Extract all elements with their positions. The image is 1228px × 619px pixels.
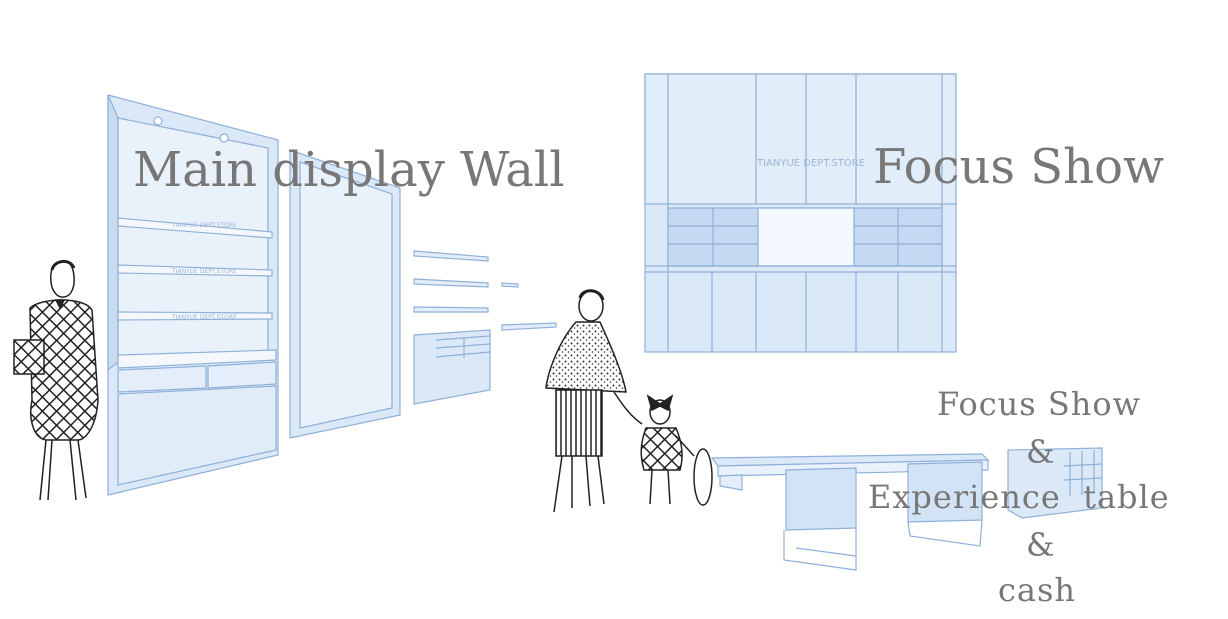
focus-show-label: Focus Show [873, 139, 1165, 195]
svg-text:TIANYUE DEPT.STORE: TIANYUE DEPT.STORE [171, 268, 237, 275]
cabinet-brand-text: TIANYUE DEPT.STORE TIANYUE DEPT.STORE TI… [171, 222, 237, 321]
ampersand-label-1: & [1026, 433, 1056, 471]
girl-sketch-figure [640, 394, 713, 506]
main-display-cabinet [107, 94, 279, 496]
wall-shelves [413, 250, 557, 331]
man-sketch-figure [13, 260, 99, 501]
ampersand-label-2: & [1026, 526, 1056, 564]
experience-table [710, 453, 990, 571]
cash-counter-block [1007, 447, 1103, 519]
cash-label: cash [998, 571, 1077, 609]
experience-table-label: Experience table [868, 478, 1170, 516]
low-cabinet [413, 329, 491, 405]
main-display-wall-label: Main display Wall [133, 142, 565, 198]
svg-text:TIANYUE DEPT.STORE: TIANYUE DEPT.STORE [171, 222, 237, 229]
focus-show-small-label: Focus Show [937, 385, 1142, 423]
svg-text:TIANYUE DEPT.STORE: TIANYUE DEPT.STORE [171, 314, 237, 321]
focus-wall-brand-text: TIANYUE DEPT.STORE [756, 158, 865, 169]
tall-display-panel [289, 149, 401, 439]
focus-show-cabinet [644, 73, 957, 353]
woman-sketch-figure [545, 289, 643, 513]
